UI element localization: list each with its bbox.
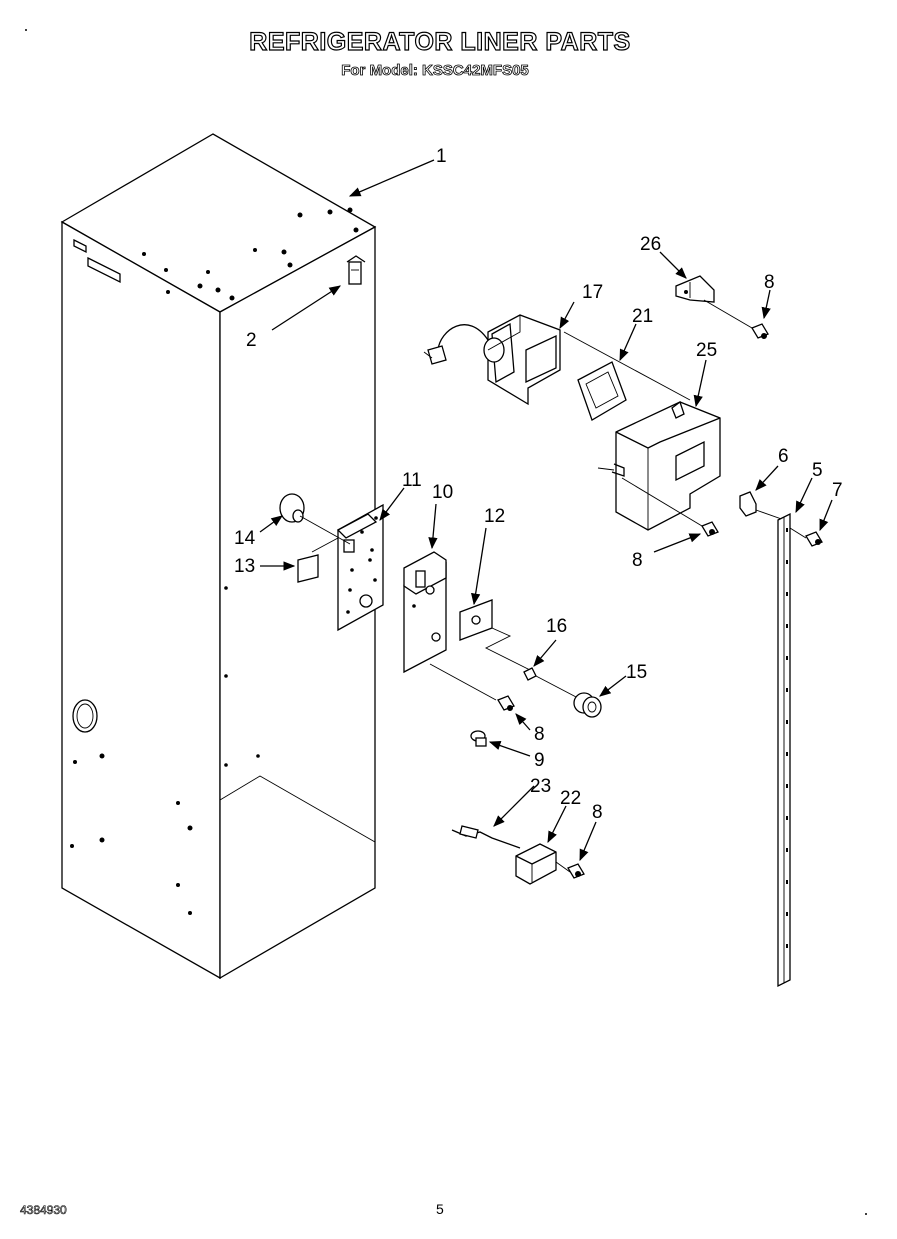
- clip-6: [739, 491, 757, 517]
- callout-2: 2: [246, 330, 257, 351]
- callout-22: 22: [560, 788, 581, 809]
- callout-5: 5: [812, 460, 823, 481]
- wire-harness-23: [451, 825, 521, 849]
- top-fitting: [346, 255, 366, 285]
- callout-10: 10: [432, 482, 453, 503]
- bracket-10: [403, 551, 447, 674]
- callout-25: 25: [696, 340, 717, 361]
- callout-13: 13: [234, 556, 255, 577]
- callout-15: 15: [626, 662, 647, 683]
- clip-16: [523, 667, 537, 681]
- light-socket-15: [573, 692, 602, 718]
- callout-23: 23: [530, 776, 551, 797]
- callout-8-control: 8: [592, 802, 603, 823]
- plate-12: [459, 599, 493, 641]
- callout-26: 26: [640, 234, 661, 255]
- rail-5: [777, 512, 791, 988]
- page-title: REFRIGERATOR LINER PARTS: [249, 27, 631, 56]
- screw-8c: [701, 521, 719, 537]
- callout-12: 12: [484, 506, 505, 527]
- screw-8a: [497, 695, 515, 711]
- light-housing-17: [423, 314, 561, 406]
- cover-button-14: [279, 493, 305, 523]
- page-number: 5: [436, 1201, 444, 1217]
- liner-cabinet: [60, 133, 377, 980]
- screw-8d: [567, 863, 585, 879]
- callout-17: 17: [582, 282, 603, 303]
- callout-6: 6: [778, 446, 789, 467]
- plug-9: [470, 730, 487, 747]
- callout-8-housing: 8: [632, 550, 643, 571]
- lens-21: [577, 361, 627, 421]
- bracket-26: [675, 275, 715, 303]
- callout-14: 14: [234, 528, 256, 549]
- callout-9: 9: [534, 750, 545, 771]
- callout-11: 11: [402, 470, 422, 491]
- callout-16: 16: [546, 616, 567, 637]
- control-22: [515, 843, 557, 885]
- screw-8b: [751, 323, 769, 339]
- housing-25: [597, 400, 721, 531]
- callout-8: 8: [764, 272, 775, 293]
- callout-leaders: [259, 159, 833, 862]
- callout-labels: 1 2 26 8 17 21 25 6 5 7 8 11 10 12 14 13…: [234, 146, 843, 823]
- hinge-plate-11: [336, 503, 384, 632]
- model-subtitle: For Model: KSSC42MFS05: [341, 62, 529, 80]
- callout-8-bracket: 8: [534, 724, 545, 745]
- screw-7: [805, 531, 823, 547]
- document-number: 4384930: [20, 1203, 67, 1218]
- callout-1: 1: [436, 146, 447, 167]
- label-13: [297, 554, 319, 583]
- callout-21: 21: [632, 306, 653, 327]
- callout-7: 7: [832, 480, 843, 501]
